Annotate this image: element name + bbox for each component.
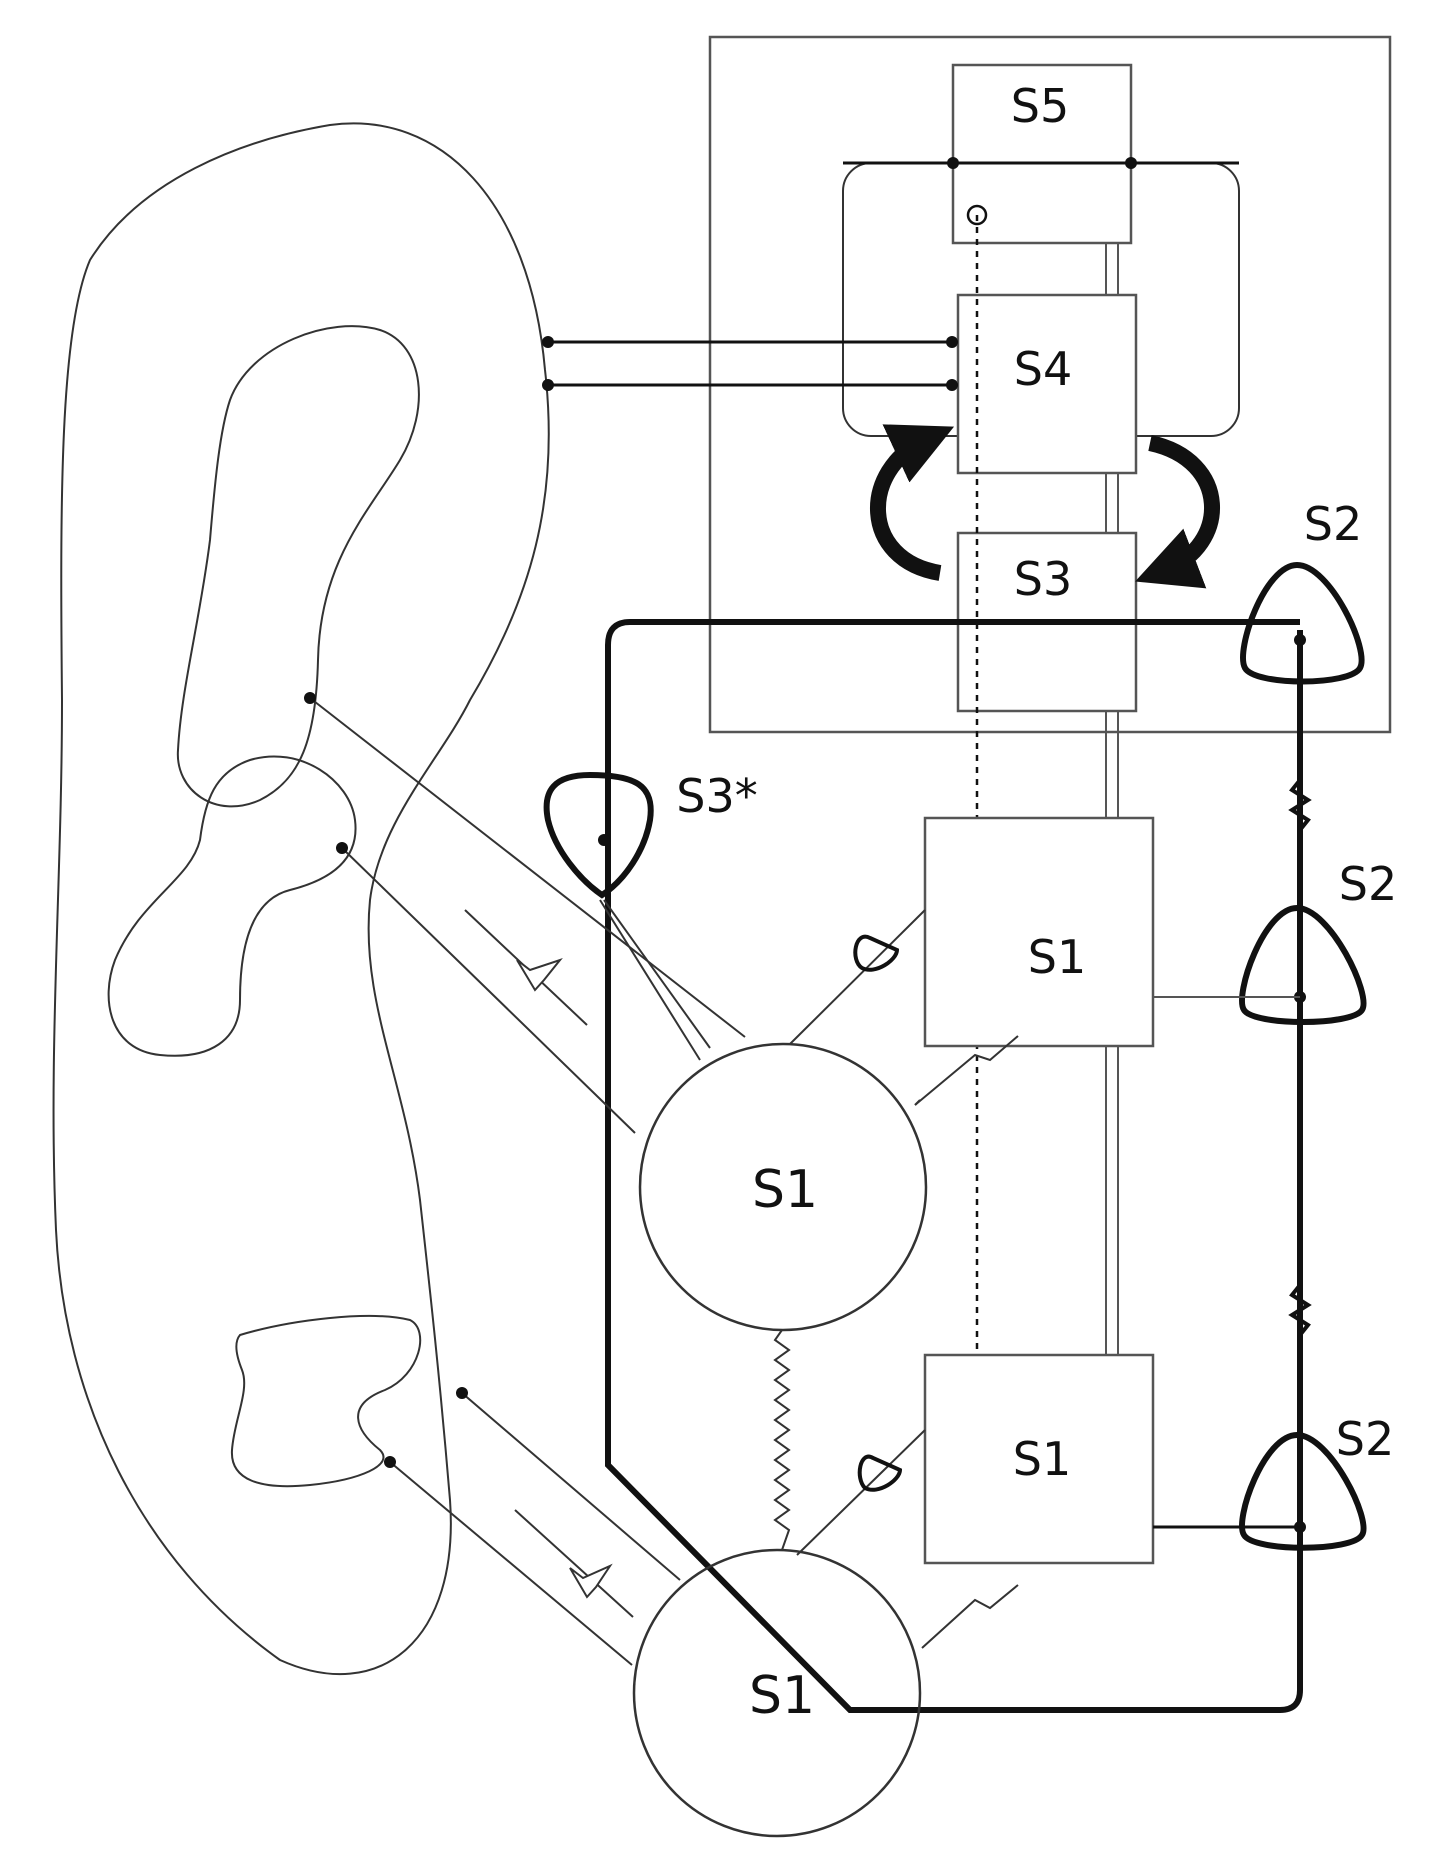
s4-to-s3-arrow-icon — [1135, 435, 1220, 589]
node-dot — [304, 692, 316, 704]
s4-box — [956, 293, 1138, 475]
s5-box — [951, 63, 1133, 245]
s3-star-triangle-icon — [543, 771, 654, 899]
env-to-s1-lower-links — [389, 1392, 681, 1666]
arrow-up-left-icon — [569, 1563, 613, 1599]
s3-star-label: S3* — [676, 769, 757, 823]
s1-box-upper — [923, 816, 1155, 1048]
s1-circle-lower-label: S1 — [749, 1666, 815, 1726]
environment-operational-blob-lower — [230, 1314, 422, 1488]
s5-label: S5 — [1011, 79, 1069, 133]
environment-outer-blob — [52, 122, 550, 1676]
s1-upper-management-link — [789, 909, 1019, 1106]
s2-top-triangle-icon — [1240, 561, 1365, 685]
s2-bottom-triangle-icon — [1239, 1431, 1367, 1551]
s4-environment-link — [542, 336, 958, 391]
s2-top-label: S2 — [1304, 497, 1362, 551]
s3-star-audit-link — [603, 899, 711, 1049]
node-dot — [384, 1456, 396, 1468]
environment-inner-blob-upper — [176, 325, 420, 808]
s2-bottom-label: S2 — [1336, 1412, 1394, 1466]
s4-label: S4 — [1014, 342, 1072, 396]
s1-box-upper-label: S1 — [1028, 930, 1086, 984]
s1-circle-upper-label: S1 — [752, 1160, 818, 1220]
vertical-double-link — [1105, 243, 1119, 1355]
s2-mid-triangle-icon — [1239, 904, 1367, 1025]
coordination-loop — [605, 619, 1303, 1713]
s1-box-lower-label: S1 — [1013, 1432, 1071, 1486]
s1-box-lower — [923, 1353, 1155, 1565]
s1-circle-lower — [632, 1548, 922, 1838]
environment-operational-blob-upper — [107, 755, 357, 1057]
s3-label: S3 — [1014, 552, 1072, 606]
node-dot — [1294, 634, 1306, 646]
s3-to-s4-arrow-icon — [870, 424, 955, 581]
s1-wavy-link — [773, 1329, 791, 1551]
s2-mid-label: S2 — [1339, 857, 1397, 911]
node-dot — [1125, 157, 1137, 169]
resistor-icon — [1288, 778, 1312, 832]
arrow-up-left-icon — [516, 957, 563, 992]
env-to-s1-upper-links — [309, 697, 746, 1134]
audit-start-icon — [966, 204, 988, 226]
s1-upper-filter-icon — [853, 934, 900, 972]
s1-lower-filter-icon — [857, 1454, 903, 1492]
s1-circle-upper — [638, 1042, 928, 1332]
node-dot — [456, 1387, 468, 1399]
node-dot — [336, 842, 348, 854]
s1-lower-management-link — [796, 1429, 1019, 1649]
node-dot — [947, 157, 959, 169]
node-dot — [598, 834, 610, 846]
resistor-icon — [1288, 1283, 1312, 1337]
